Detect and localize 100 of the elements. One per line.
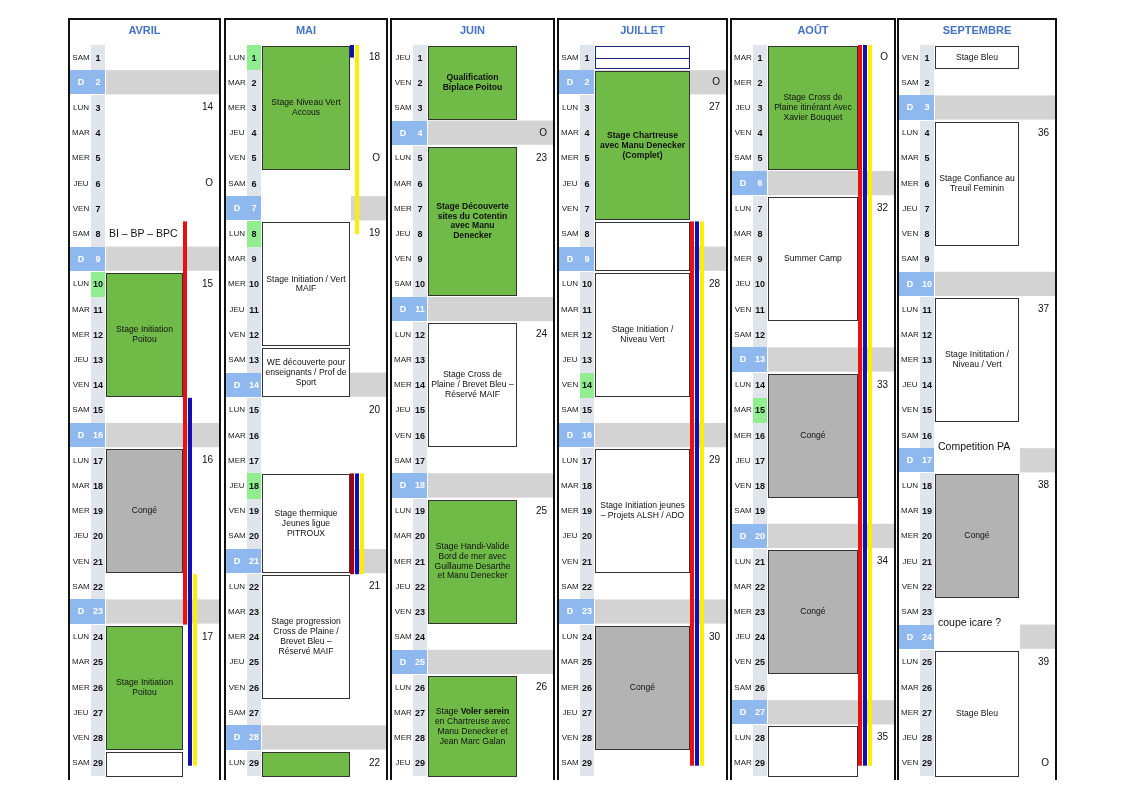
event-box bbox=[595, 272, 690, 397]
day-number: 7 bbox=[580, 196, 594, 222]
event-label: Stage Initiation / Niveau Vert bbox=[610, 324, 675, 345]
day-number: 27 bbox=[753, 700, 767, 725]
event-label: Qualification Biplace Poitou bbox=[441, 72, 504, 93]
weekday-label: MAR bbox=[227, 429, 247, 442]
event-label: Summer Camp bbox=[784, 254, 842, 265]
day-number: 1 bbox=[413, 45, 427, 71]
weekday-label: LUN bbox=[901, 303, 919, 316]
weekday-label: MAR bbox=[71, 656, 91, 669]
weekday-label: MER bbox=[393, 555, 413, 568]
weekday-label: SAM bbox=[900, 76, 920, 89]
weekday-label: D bbox=[559, 599, 581, 624]
day-number: 26 bbox=[753, 675, 767, 701]
day-number: 28 bbox=[920, 725, 934, 751]
day-number: 14 bbox=[920, 372, 934, 398]
weekday-label: VEN bbox=[393, 429, 413, 442]
weekday-label: VEN bbox=[900, 404, 920, 417]
status-mark: O bbox=[880, 51, 888, 62]
event-box bbox=[595, 71, 690, 221]
day-number: 9 bbox=[580, 246, 594, 271]
week-number: 34 bbox=[876, 555, 888, 566]
day-number: 11 bbox=[580, 297, 594, 323]
note-text: coupe icare ? bbox=[938, 616, 1002, 629]
day-number: 15 bbox=[413, 397, 427, 423]
day-number: 23 bbox=[413, 599, 427, 625]
day-number: 4 bbox=[920, 120, 934, 146]
week-number: 30 bbox=[708, 630, 720, 642]
weekday-label: SAM bbox=[560, 228, 580, 240]
day-number: 25 bbox=[753, 649, 767, 675]
day-number: 3 bbox=[91, 95, 105, 121]
weekday-label: VEN bbox=[733, 303, 753, 316]
event-label: Stage Bleu bbox=[955, 52, 998, 63]
weekday-label: VEN bbox=[71, 379, 91, 392]
weekday-label: D bbox=[70, 246, 92, 271]
weekday-label: MER bbox=[560, 681, 580, 694]
day-number: 11 bbox=[91, 297, 105, 323]
weekday-label: MAR bbox=[733, 580, 753, 593]
event-box bbox=[262, 575, 350, 700]
weekday-label: MER bbox=[900, 177, 920, 190]
weekday-label: MER bbox=[733, 429, 753, 442]
day-number: 19 bbox=[580, 498, 594, 524]
weekday-label: SAM bbox=[393, 631, 413, 644]
day-number: 26 bbox=[413, 675, 427, 701]
event-box bbox=[595, 625, 690, 750]
week-number: 29 bbox=[708, 454, 720, 466]
week-number: 26 bbox=[535, 681, 547, 692]
day-number: 11 bbox=[413, 297, 427, 322]
weekday-label: VEN bbox=[900, 580, 920, 593]
day-number: 13 bbox=[413, 347, 427, 373]
weekday-label: D bbox=[70, 599, 92, 624]
weekday-label: JEU bbox=[734, 278, 752, 291]
weekday-label: MER bbox=[393, 732, 413, 744]
day-number: 5 bbox=[413, 145, 427, 171]
day-number: 21 bbox=[753, 549, 767, 575]
day-number: 2 bbox=[580, 70, 594, 95]
weekday-label: MER bbox=[71, 681, 91, 694]
day-number: 4 bbox=[247, 120, 261, 146]
weekday-label: SAM bbox=[900, 429, 920, 442]
event-label: Stage Bleu bbox=[955, 709, 998, 719]
day-number: 20 bbox=[753, 523, 767, 548]
weekday-label: SAM bbox=[560, 757, 580, 770]
weekday-label: VEN bbox=[227, 681, 247, 694]
day-number: 13 bbox=[580, 347, 594, 373]
day-number: 25 bbox=[920, 649, 934, 675]
week-number: 16 bbox=[201, 454, 213, 466]
day-number: 26 bbox=[91, 675, 105, 701]
weekday-label: D bbox=[226, 372, 248, 397]
day-number: 1 bbox=[580, 45, 594, 71]
weekday-label: LUN bbox=[901, 127, 919, 140]
weekday-label: MAR bbox=[900, 152, 920, 165]
week-number: 23 bbox=[535, 151, 547, 163]
weekday-label: MER bbox=[733, 606, 753, 618]
day-number: 21 bbox=[91, 549, 105, 575]
weekday-label: MER bbox=[733, 253, 753, 266]
weekday-label: MER bbox=[900, 530, 920, 543]
day-number: 19 bbox=[753, 498, 767, 524]
week-number: 32 bbox=[876, 202, 888, 214]
day-number: 18 bbox=[247, 473, 261, 499]
weekday-label: MAR bbox=[227, 76, 247, 89]
weekday-label: VEN bbox=[393, 76, 413, 89]
event-label: Stage Cross de Plaine / Brevet Bleu – Réservé MAIF bbox=[431, 370, 514, 400]
event-label: Stage Découverte sites du Cotentin avec Manu Denecker bbox=[435, 201, 510, 242]
weekday-label: D bbox=[899, 448, 921, 473]
weekday-label: VEN bbox=[393, 606, 413, 618]
event-box bbox=[935, 298, 1019, 422]
event-label: Stage progression Cross de Plaine / Brevet Bleu – Réservé MAIF bbox=[270, 617, 342, 657]
day-number: 10 bbox=[413, 271, 427, 297]
weekday-label: MAR bbox=[560, 127, 580, 140]
day-number: 29 bbox=[247, 750, 261, 776]
weekday-label: SAM bbox=[560, 404, 580, 417]
weekday-label: LUN bbox=[72, 278, 90, 291]
day-number: 2 bbox=[91, 70, 105, 95]
weekday-label: JEU bbox=[734, 631, 752, 644]
week-number: 20 bbox=[368, 403, 380, 415]
weekday-label: JEU bbox=[901, 202, 919, 215]
weekday-label: VEN bbox=[900, 757, 920, 770]
day-number: 12 bbox=[247, 322, 261, 348]
weekday-label: MAR bbox=[733, 757, 753, 770]
weekday-label: MAR bbox=[71, 303, 91, 316]
